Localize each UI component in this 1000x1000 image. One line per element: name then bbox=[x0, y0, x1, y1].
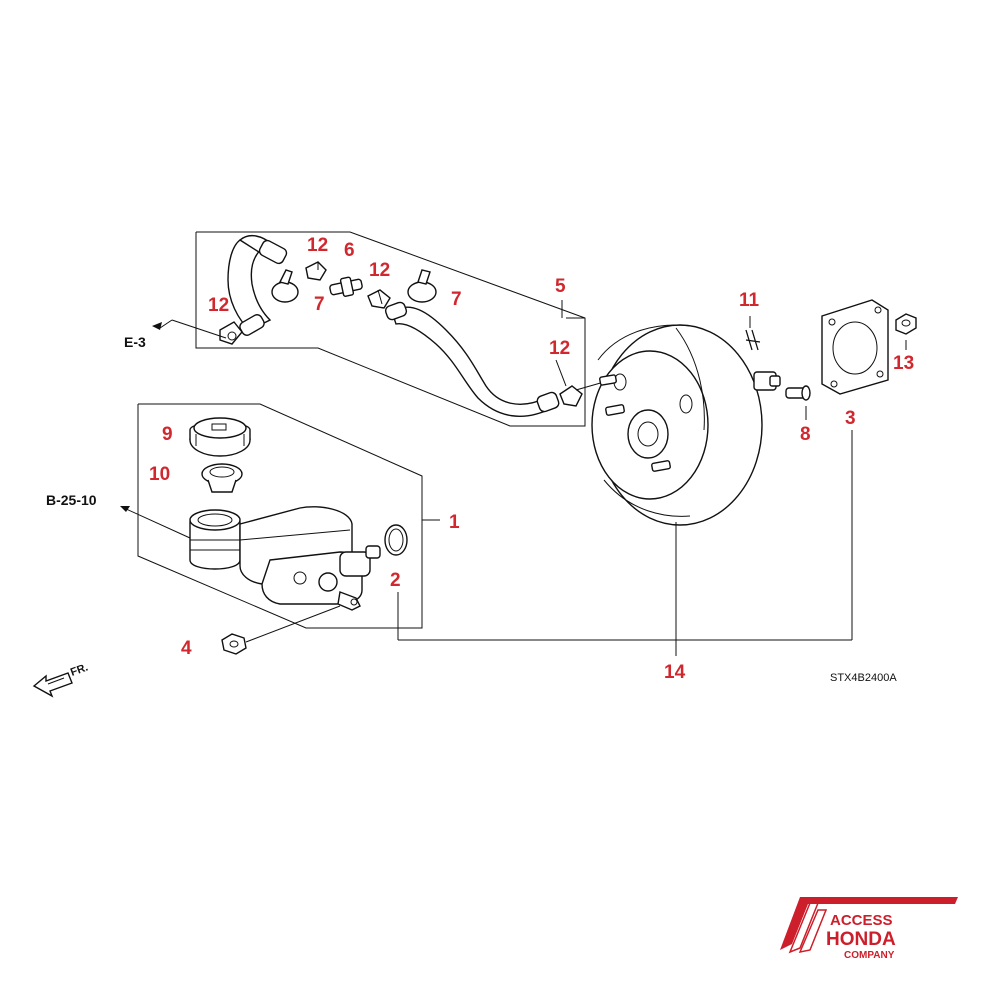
hose-clamp-7a bbox=[271, 269, 299, 303]
front-direction-marker: FR. bbox=[32, 661, 90, 698]
callout-12-mid: 12 bbox=[369, 260, 390, 281]
hose-clamp-7b bbox=[407, 269, 437, 303]
reservoir-strainer bbox=[201, 463, 243, 493]
callout-5: 5 bbox=[555, 276, 566, 297]
hose-clamp-12-top bbox=[305, 261, 327, 281]
callout-2: 2 bbox=[390, 570, 401, 591]
diagram-code: STX4B2400A bbox=[830, 672, 897, 684]
master-cylinder-frame bbox=[137, 403, 440, 629]
callout-7-left: 7 bbox=[314, 294, 325, 315]
b2510-label: B-25-10 bbox=[46, 492, 97, 508]
callout-12-left: 12 bbox=[208, 295, 229, 316]
e3-reference: E-3 bbox=[124, 319, 227, 350]
callout-14: 14 bbox=[664, 662, 686, 683]
callout-13: 13 bbox=[893, 353, 914, 374]
o-ring bbox=[384, 524, 408, 556]
callout-3: 3 bbox=[845, 408, 856, 429]
callout-9: 9 bbox=[162, 424, 173, 445]
master-cylinder bbox=[189, 506, 381, 611]
booster-gasket bbox=[821, 299, 889, 395]
callout-12-right: 12 bbox=[549, 338, 570, 359]
hose-group-frame bbox=[195, 231, 586, 427]
b2510-reference: B-25-10 bbox=[46, 492, 191, 539]
callout-4: 4 bbox=[181, 638, 192, 659]
access-honda-logo: ACCESS HONDA COMPANY bbox=[780, 897, 958, 961]
vacuum-hose-long bbox=[384, 301, 560, 417]
e3-label: E-3 bbox=[124, 334, 146, 350]
clevis-pin bbox=[785, 385, 811, 401]
flange-nut bbox=[221, 605, 341, 655]
callout-1: 1 bbox=[449, 512, 460, 533]
hose-clamp-12-right bbox=[559, 381, 605, 407]
leader-lines bbox=[397, 300, 907, 641]
brake-booster bbox=[591, 324, 763, 656]
callout-numbers: 1 2 3 4 5 6 7 7 8 9 10 11 12 12 12 12 13… bbox=[149, 235, 914, 683]
booster-nut bbox=[895, 313, 917, 335]
clevis-clip bbox=[745, 329, 761, 351]
hose-clamp-left-12 bbox=[219, 321, 243, 345]
booster-push-rod bbox=[753, 371, 781, 391]
check-valve-6 bbox=[329, 276, 363, 297]
callout-12-top: 12 bbox=[307, 235, 328, 256]
logo-line2: HONDA bbox=[826, 929, 896, 950]
logo-line1: ACCESS bbox=[830, 912, 893, 929]
reservoir-cap bbox=[189, 417, 251, 457]
logo-line3: COMPANY bbox=[844, 950, 895, 961]
callout-11: 11 bbox=[739, 290, 760, 311]
hose-clamp-12-mid bbox=[367, 289, 391, 309]
callout-6: 6 bbox=[344, 240, 355, 261]
front-label: FR. bbox=[69, 661, 90, 678]
callout-8: 8 bbox=[800, 424, 811, 445]
callout-7-right: 7 bbox=[451, 289, 462, 310]
callout-10: 10 bbox=[149, 464, 170, 485]
